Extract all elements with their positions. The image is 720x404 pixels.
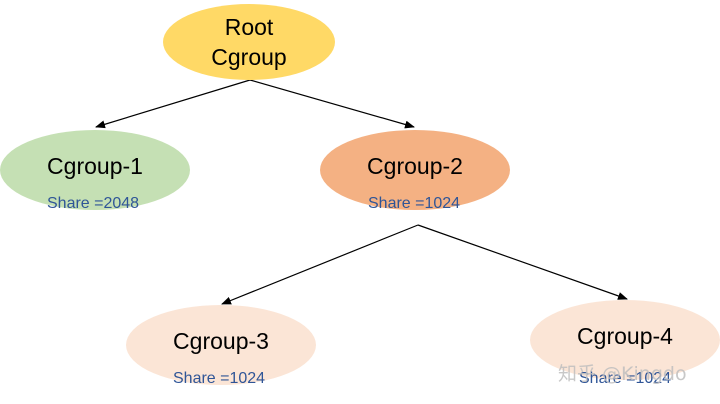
node-cgroup-2: Cgroup-2 [320,130,510,210]
edge-cgroup-2-to-cgroup-3 [221,224,419,305]
node-root-label: Root Cgroup [211,12,286,72]
node-cgroup-1-share: Share =2048 [47,195,140,212]
watermark-text: 知乎 @Kingdo [558,363,687,385]
node-cgroup-2-share: Share =1024 [368,195,461,212]
node-cgroup-4-share: Share =1024 [579,370,672,387]
node-root-label-line1: Root [224,14,274,40]
edge-root-to-cgroup-2 [249,79,415,129]
node-cgroup-1-label: Cgroup-1 [47,153,143,179]
edge-cgroup-2-to-cgroup-4 [417,224,628,300]
node-cgroup-3: Cgroup-3 [126,305,316,385]
node-cgroup-2-label: Cgroup-2 [367,153,463,179]
node-cgroup-4-label: Cgroup-4 [577,323,673,349]
node-root-cgroup: Root Cgroup [163,4,335,80]
edge-root-to-cgroup-1 [95,79,251,129]
node-cgroup-3-label: Cgroup-3 [173,328,269,354]
node-cgroup-4: Cgroup-4 [530,300,720,380]
node-cgroup-3-share: Share =1024 [173,370,266,387]
node-cgroup-1: Cgroup-1 [0,130,190,210]
node-root-label-line2: Cgroup [211,44,287,70]
